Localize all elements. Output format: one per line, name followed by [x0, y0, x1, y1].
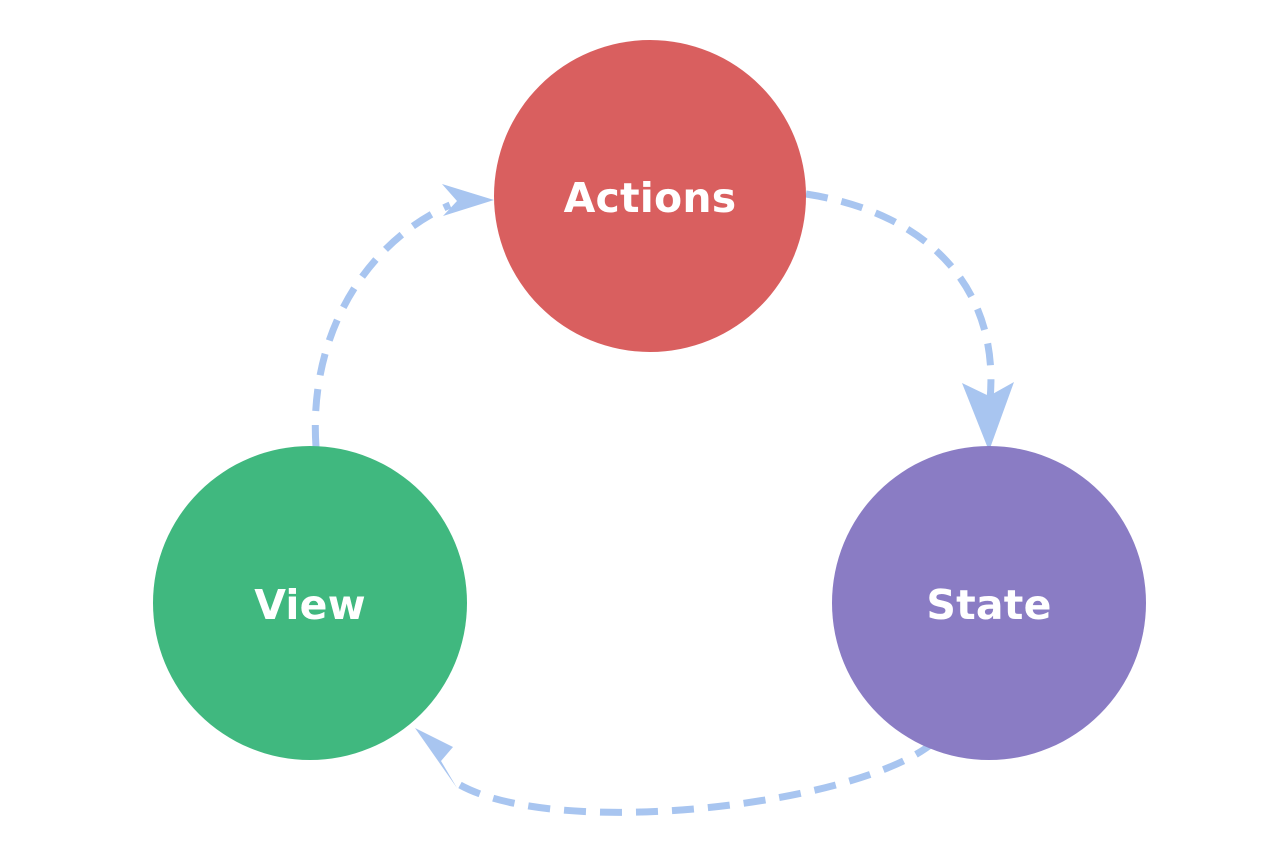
edge-actions-to-state [805, 190, 1014, 451]
node-view-circle[interactable] [153, 446, 467, 760]
node-view[interactable]: View [153, 446, 467, 760]
edge-view-to-actions-path [311, 201, 452, 448]
edge-state-to-view [415, 728, 937, 816]
node-actions[interactable]: Actions [494, 40, 806, 352]
edge-view-to-actions [311, 184, 494, 448]
arrowhead-into-view [415, 728, 457, 788]
arrowhead-into-state [962, 382, 1014, 451]
node-actions-circle[interactable] [494, 40, 806, 352]
node-actions-label: Actions [564, 174, 737, 222]
node-view-label: View [254, 581, 366, 629]
edge-actions-to-state-path [805, 190, 995, 401]
edge-state-to-view-path [458, 739, 937, 816]
node-state-label: State [926, 581, 1051, 629]
arrowhead-into-actions [442, 184, 494, 216]
node-state-circle[interactable] [832, 446, 1146, 760]
node-state[interactable]: State [832, 446, 1146, 760]
